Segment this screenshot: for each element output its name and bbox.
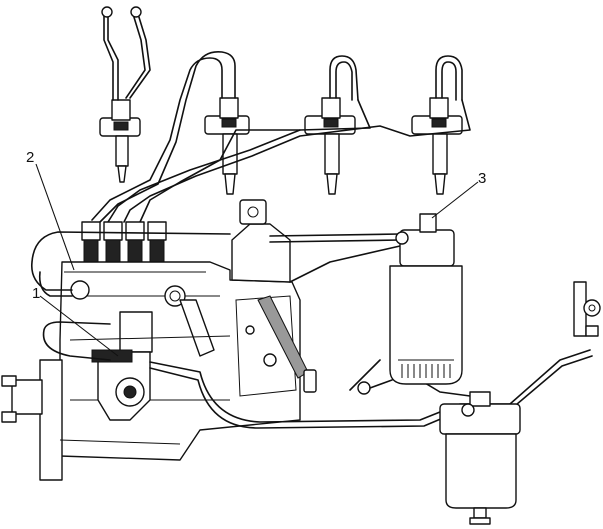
injector-1	[99, 99, 141, 183]
fuel-lines	[30, 231, 593, 429]
injectors	[99, 97, 463, 195]
high-pressure-lines	[91, 6, 471, 223]
injector-4	[411, 97, 463, 195]
fine-fuel-filter	[357, 213, 463, 395]
injector-3	[304, 97, 356, 195]
injection-pump	[1, 199, 317, 481]
callout-3-label: 3	[478, 170, 486, 187]
mounting-bracket	[573, 281, 601, 337]
callout-2-label: 2	[26, 149, 34, 166]
callout-2: 2	[26, 149, 75, 271]
callout-3: 3	[431, 170, 486, 219]
callout-1-label: 1	[32, 285, 40, 302]
callout-1: 1	[32, 285, 119, 357]
coarse-fuel-filter	[439, 391, 521, 525]
